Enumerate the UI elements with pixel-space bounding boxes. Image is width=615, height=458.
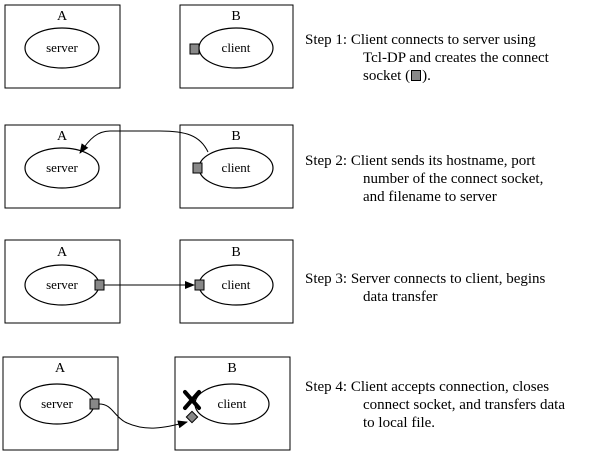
step3-line2: data transfer — [363, 289, 438, 305]
client-label: client — [222, 160, 251, 175]
server-label: server — [46, 277, 78, 292]
server-process — [24, 147, 100, 189]
client-label: client — [222, 277, 251, 292]
step4-diagram: A server B client — [2, 356, 291, 451]
host-b-label: B — [231, 129, 240, 144]
server-label: server — [46, 40, 78, 55]
step1-line3: socket (). — [305, 67, 549, 85]
step4-line3: to local file. — [363, 415, 436, 431]
step2-text: Step 2: Client sends its hostname, port … — [305, 152, 543, 206]
step1-line2: Tcl-DP and creates the connect — [363, 50, 549, 66]
step2-line2: number of the connect socket, — [363, 171, 544, 187]
step1-diagram: A server B client — [4, 4, 294, 89]
host-b-label: B — [231, 9, 240, 24]
connect-socket-icon — [194, 279, 205, 291]
step3-text: Step 3: Server connects to client, begin… — [305, 270, 545, 306]
hostname-message-arrow — [79, 130, 209, 154]
host-a-label: A — [57, 129, 68, 144]
client-label: client — [222, 40, 251, 55]
connect-socket-icon — [189, 43, 200, 55]
step4-line1: Step 4: Client accepts connection, close… — [305, 379, 550, 395]
step1-text: Step 1: Client connects to server using … — [305, 31, 549, 85]
host-b-label: B — [231, 245, 240, 260]
step4-line2: connect socket, and transfers data — [363, 397, 565, 413]
server-socket-icon — [89, 398, 100, 410]
step1-line3-text: socket ( — [363, 68, 411, 84]
host-a-label: A — [55, 361, 66, 376]
server-socket-icon — [94, 279, 105, 291]
step2-line1: Step 2: Client sends its hostname, port — [305, 153, 536, 169]
host-a-label: A — [57, 9, 68, 24]
socket-legend-icon — [411, 70, 422, 81]
step3-diagram: A server B client — [4, 239, 294, 324]
step4-text: Step 4: Client accepts connection, close… — [305, 378, 565, 432]
accepted-socket-icon — [185, 410, 199, 424]
connect-socket-icon — [192, 162, 203, 174]
host-b-label: B — [227, 361, 236, 376]
step1-line3-tail: ). — [422, 68, 431, 84]
server-label: server — [41, 396, 73, 411]
step1-line1: Step 1: Client connects to server using — [305, 32, 536, 48]
server-label: server — [46, 160, 78, 175]
closed-socket-x-icon — [183, 390, 201, 410]
step2-line3: and filename to server — [363, 189, 497, 205]
client-label: client — [218, 396, 247, 411]
step3-line1: Step 3: Server connects to client, begin… — [305, 271, 546, 287]
host-a-label: A — [57, 245, 68, 260]
accepted-connection-arrow — [98, 403, 188, 429]
step2-diagram: A server B client — [4, 124, 294, 209]
server-process — [24, 27, 100, 69]
